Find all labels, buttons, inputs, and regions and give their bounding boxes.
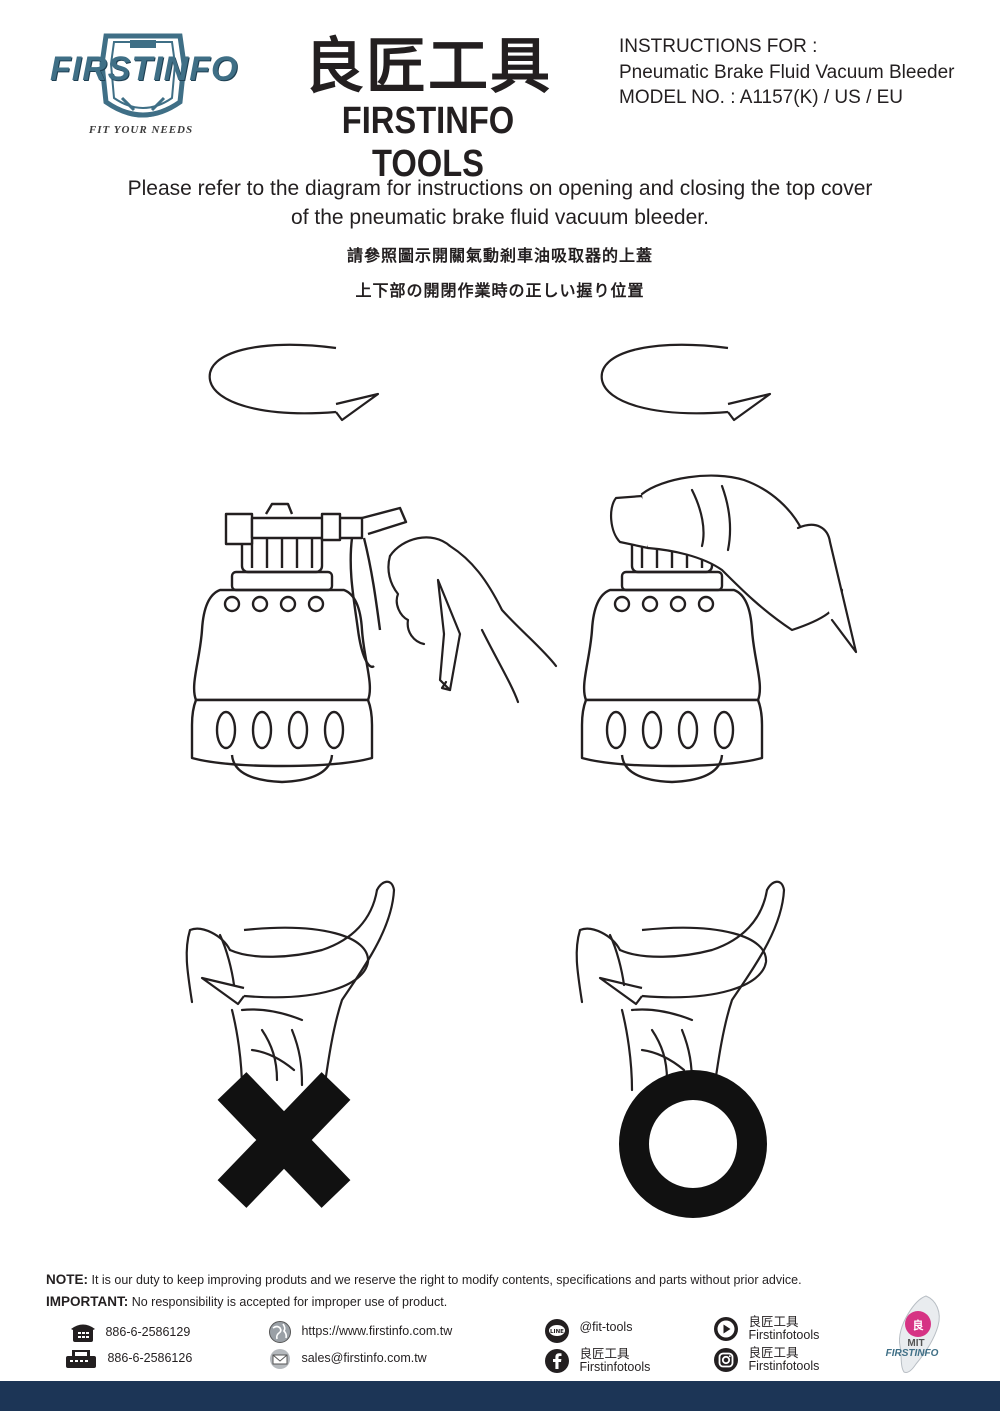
line-app-icon: LINE <box>545 1319 569 1343</box>
website-link[interactable]: https://www.firstinfo.com.tw <box>301 1324 453 1339</box>
instagram-name[interactable]: Firstinfotools <box>748 1359 820 1373</box>
model-number: MODEL NO. : A1157(K) / US / EU <box>619 87 904 108</box>
youtube-name-cjk[interactable]: 良匠工具 <box>748 1315 799 1329</box>
youtube-contact: 良匠工具 Firstinfotools <box>713 1316 819 1342</box>
note-line: NOTE: It is our duty to keep improving p… <box>46 1269 966 1291</box>
line-handle[interactable]: @fit-tools <box>579 1320 633 1334</box>
intro-english-line-2: of the pneumatic brake fluid vacuum blee… <box>291 206 709 229</box>
logo-tagline: FIT YOUR NEEDS <box>88 124 194 136</box>
brand-logo-cjk: 良匠工具 <box>304 32 552 102</box>
email-contact: sales@firstinfo.com.tw <box>268 1348 427 1370</box>
rotate-counterclockwise-arrow-right <box>598 926 768 1006</box>
fax-contact: 886-6-2586126 <box>64 1348 192 1370</box>
intro-english-line-1: Please refer to the diagram for instruct… <box>127 177 873 200</box>
fax-number[interactable]: 886-6-2586126 <box>107 1351 193 1366</box>
important-line: IMPORTANT: No responsibility is accepted… <box>46 1291 966 1313</box>
email-icon <box>270 1349 290 1369</box>
note-text: It is our duty to keep improving produts… <box>91 1273 802 1287</box>
mit-taiwan-badge: 良 MIT FIRSTINFO <box>886 1295 940 1373</box>
logo-wordmark: FIRSTINFO <box>50 50 239 88</box>
instagram-name-cjk[interactable]: 良匠工具 <box>748 1346 799 1360</box>
youtube-icon <box>714 1317 738 1341</box>
cross-mark-icon <box>217 1072 351 1208</box>
phone-number[interactable]: 886-6-2586129 <box>105 1325 191 1340</box>
line-contact: LINE @fit-tools <box>544 1318 632 1344</box>
facebook-name[interactable]: Firstinfotools <box>579 1360 651 1374</box>
instructions-for-label: INSTRUCTIONS FOR : <box>619 36 818 57</box>
intro-japanese: 上下部の開閉作業時の正しい握り位置 <box>355 281 645 300</box>
rotate-clockwise-arrow-left <box>208 343 380 422</box>
important-text: No responsibility is accepted for improp… <box>131 1295 448 1309</box>
usage-diagram <box>185 343 858 1218</box>
product-name: Pneumatic Brake Fluid Vacuum Bleeder <box>619 61 955 83</box>
facebook-icon <box>545 1349 569 1373</box>
instagram-icon <box>714 1348 738 1372</box>
svg-text:良: 良 <box>913 1318 924 1332</box>
note-label: NOTE: <box>46 1272 88 1287</box>
phone-contact: 886-6-2586129 <box>70 1322 190 1344</box>
footer-bar <box>0 1381 1000 1411</box>
mit-wordmark: FIRSTINFO <box>886 1348 939 1359</box>
footer-notes: NOTE: It is our duty to keep improving p… <box>46 1269 966 1313</box>
facebook-name-cjk[interactable]: 良匠工具 <box>579 1347 630 1361</box>
fax-icon <box>66 1350 96 1368</box>
rotate-clockwise-arrow-right <box>600 343 772 422</box>
intro-chinese: 請參照圖示開關氣動剎車油吸取器的上蓋 <box>346 246 653 265</box>
instructions-header: INSTRUCTIONS FOR : Pneumatic Brake Fluid… <box>619 34 989 111</box>
bleeder-bottle-right <box>575 474 858 1092</box>
brand-name: FIRSTINFO TOOLS <box>341 100 515 185</box>
telephone-icon <box>71 1324 95 1342</box>
facebook-contact: 良匠工具 Firstinfotools <box>544 1348 650 1374</box>
bleeder-bottle-left <box>185 502 558 1092</box>
intro-text: Please refer to the diagram for instruct… <box>60 174 940 301</box>
globe-icon <box>269 1321 291 1343</box>
website-contact: https://www.firstinfo.com.tw <box>268 1320 452 1344</box>
mit-label: MIT <box>907 1338 924 1349</box>
intro-english: Please refer to the diagram for instruct… <box>60 174 940 232</box>
svg-text:LINE: LINE <box>550 1329 564 1335</box>
youtube-name[interactable]: Firstinfotools <box>748 1328 820 1342</box>
instagram-contact: 良匠工具 Firstinfotools <box>713 1347 819 1373</box>
email-link[interactable]: sales@firstinfo.com.tw <box>301 1351 427 1366</box>
circle-mark-icon <box>619 1070 767 1218</box>
important-label: IMPORTANT: <box>46 1294 129 1309</box>
firstinfo-shield-logo <box>99 33 187 118</box>
